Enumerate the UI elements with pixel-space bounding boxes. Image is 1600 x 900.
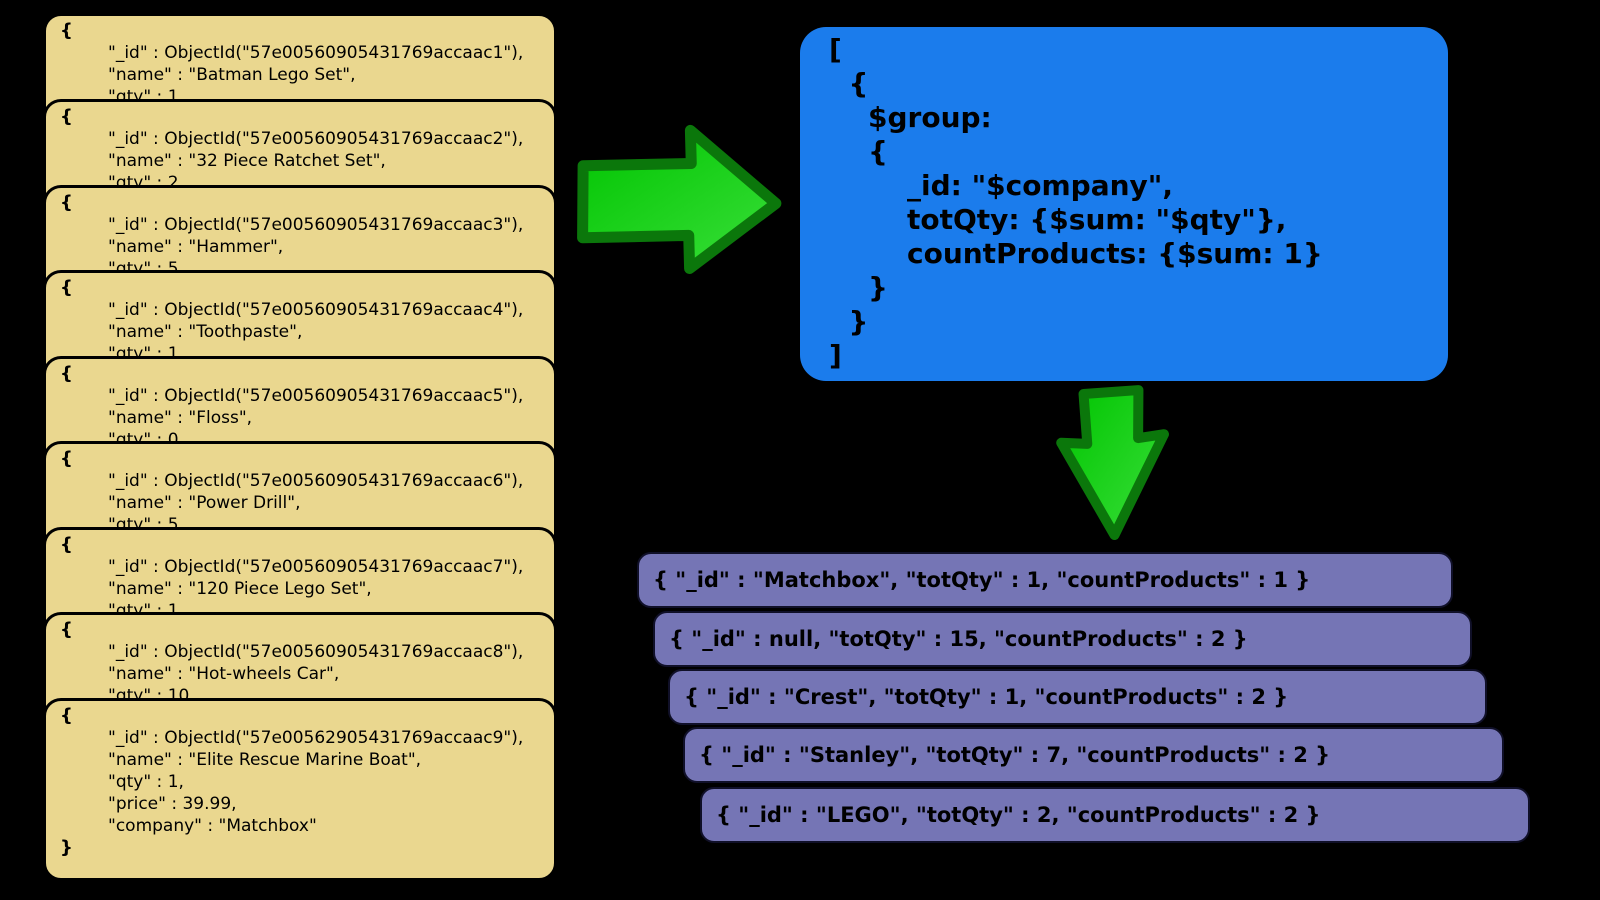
document-id-line: "_id" : ObjectId("57e00560905431769accaa…: [108, 557, 524, 577]
document-name-line: "name" : "Hammer",: [108, 237, 284, 257]
pipeline-code: [ { $group: { _id: "$company", totQty: {…: [829, 33, 1323, 372]
result-card: { "_id" : "Stanley", "totQty" : 7, "coun…: [683, 727, 1504, 783]
document-name-line: "name" : "Elite Rescue Marine Boat",: [108, 750, 422, 770]
arrow-down-icon: [1056, 385, 1169, 540]
document-id-line: "_id" : ObjectId("57e00560905431769accaa…: [108, 471, 524, 491]
result-card: { "_id" : "LEGO", "totQty" : 2, "countPr…: [700, 787, 1530, 843]
document-name-line: "name" : "Batman Lego Set",: [108, 65, 356, 85]
document-id-line: "_id" : ObjectId("57e00560905431769accaa…: [108, 215, 524, 235]
document-open-brace: {: [60, 534, 73, 555]
document-open-brace: {: [60, 705, 73, 726]
document-open-brace: {: [60, 106, 73, 127]
arrow-right-icon: [577, 124, 782, 274]
document-company-line: "company" : "Matchbox": [108, 816, 317, 836]
document-id-line: "_id" : ObjectId("57e00560905431769accaa…: [108, 642, 524, 662]
document-name-line: "name" : "Floss",: [108, 408, 253, 428]
result-card: { "_id" : null, "totQty" : 15, "countPro…: [653, 611, 1472, 667]
document-name-line: "name" : "Power Drill",: [108, 493, 301, 513]
document-card: { "_id" : ObjectId("57e00562905431769acc…: [43, 698, 557, 881]
result-card: { "_id" : "Matchbox", "totQty" : 1, "cou…: [637, 552, 1453, 608]
document-open-brace: {: [60, 277, 73, 298]
document-qty-line: "qty" : 1,: [108, 772, 184, 792]
document-id-line: "_id" : ObjectId("57e00560905431769accaa…: [108, 300, 524, 320]
result-card: { "_id" : "Crest", "totQty" : 1, "countP…: [668, 669, 1487, 725]
document-id-line: "_id" : ObjectId("57e00560905431769accaa…: [108, 129, 524, 149]
document-id-line: "_id" : ObjectId("57e00560905431769accaa…: [108, 386, 524, 406]
document-id-line: "_id" : ObjectId("57e00560905431769accaa…: [108, 43, 524, 63]
document-name-line: "name" : "120 Piece Lego Set",: [108, 579, 372, 599]
document-name-line: "name" : "Hot-wheels Car",: [108, 664, 340, 684]
document-open-brace: {: [60, 20, 73, 41]
document-open-brace: {: [60, 448, 73, 469]
document-open-brace: {: [60, 363, 73, 384]
document-name-line: "name" : "32 Piece Ratchet Set",: [108, 151, 386, 171]
document-id-line: "_id" : ObjectId("57e00562905431769accaa…: [108, 728, 524, 748]
document-close-brace: }: [60, 837, 73, 858]
document-open-brace: {: [60, 192, 73, 213]
document-name-line: "name" : "Toothpaste",: [108, 322, 303, 342]
aggregation-pipeline-box: [ { $group: { _id: "$company", totQty: {…: [800, 27, 1448, 381]
document-price-line: "price" : 39.99,: [108, 794, 237, 814]
document-open-brace: {: [60, 619, 73, 640]
